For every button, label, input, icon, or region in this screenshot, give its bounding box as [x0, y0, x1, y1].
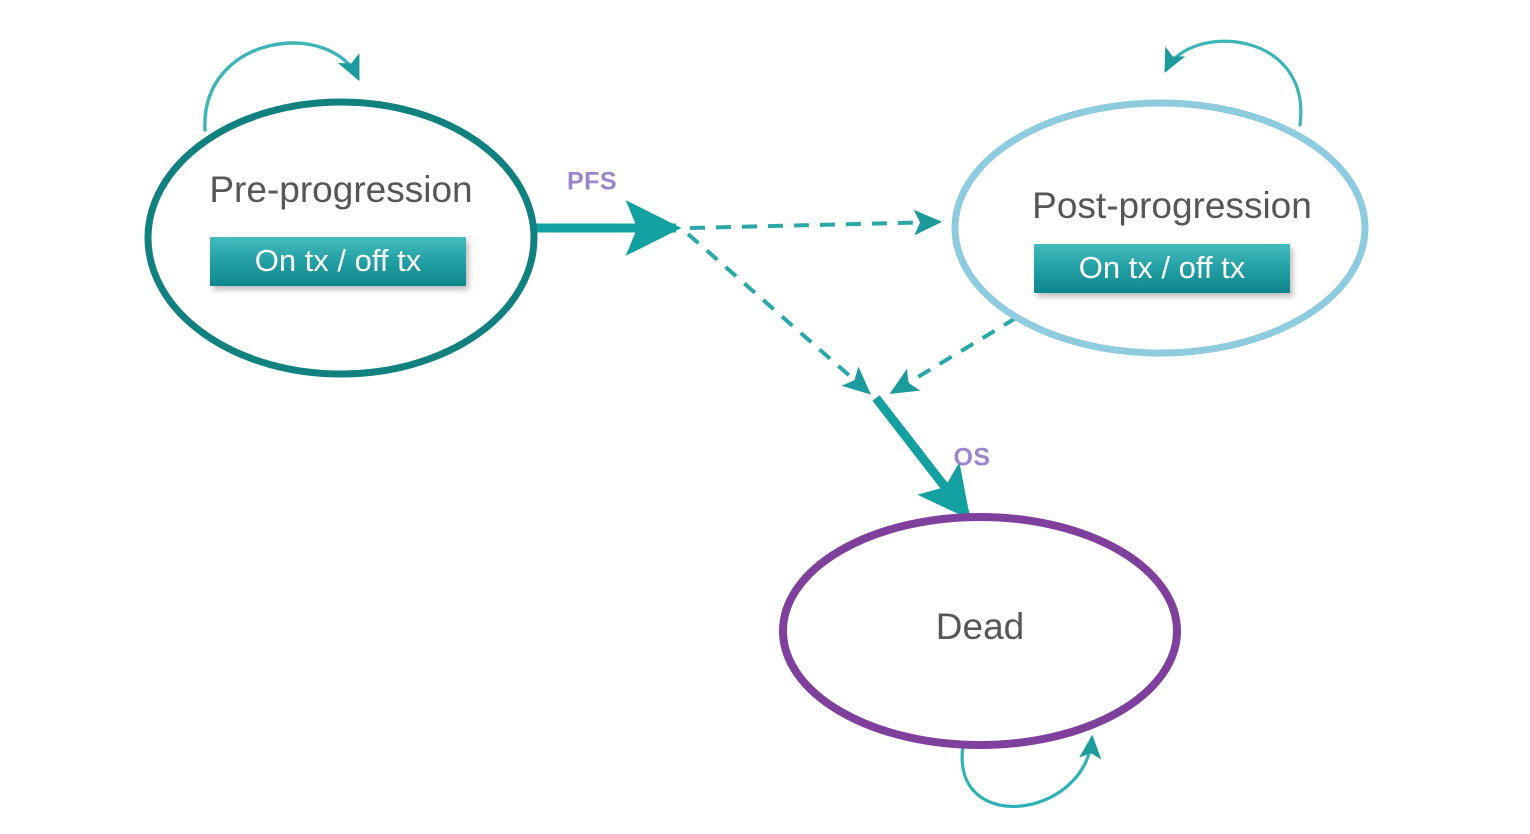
- state-dead[interactable]: Dead: [779, 513, 1181, 749]
- pfs-edge-label: PFS: [567, 168, 617, 196]
- post-progression-badge-text: On tx / off tx: [1079, 250, 1246, 285]
- post-progression-badge-bg: [1034, 244, 1290, 293]
- dead-label: Dead: [936, 606, 1024, 647]
- pre-progression-self-loop: [203, 41, 360, 132]
- transition-pfs-dashed: [689, 209, 942, 236]
- post-progression-ellipse: [951, 99, 1369, 357]
- post-progression-label: Post-progression: [1032, 185, 1312, 226]
- transition-post-to-dead-dashed: [889, 316, 1018, 395]
- state-pre-progression[interactable]: Pre-progression On tx / off tx: [144, 98, 538, 378]
- transition-os: [872, 395, 971, 520]
- state-post-progression[interactable]: Post-progression On tx / off tx: [951, 99, 1369, 357]
- os-edge-label: OS: [953, 444, 990, 472]
- pre-progression-badge[interactable]: On tx / off tx: [210, 237, 466, 286]
- transition-pre-to-dead-dashed: [686, 232, 872, 395]
- pre-progression-label: Pre-progression: [209, 169, 472, 210]
- post-progression-badge[interactable]: On tx / off tx: [1034, 244, 1290, 293]
- pre-progression-badge-text: On tx / off tx: [255, 243, 422, 278]
- dead-self-loop: [960, 734, 1102, 808]
- post-progression-self-loop: [1164, 39, 1303, 127]
- pre-progression-badge-bg: [210, 237, 466, 286]
- dead-ellipse: [779, 513, 1181, 749]
